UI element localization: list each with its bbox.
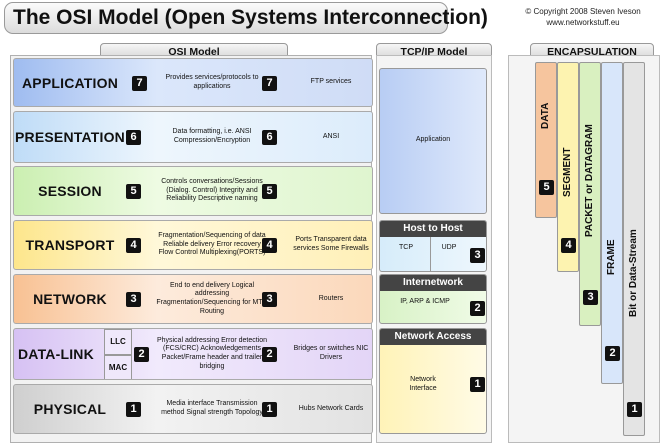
enc-column-frame: FRAME 2 (601, 62, 623, 384)
enc-number-badge: 3 (583, 290, 598, 305)
enc-number-badge: 5 (539, 180, 554, 195)
enc-number-badge: 2 (605, 346, 620, 361)
layer-example: FTP services (310, 78, 352, 86)
layer-description: Media interface Transmission method Sign… (161, 400, 263, 416)
enc-number-badge: 4 (561, 238, 576, 253)
layer-example: Bridges or switches NIC Drivers (293, 345, 369, 361)
page-title: The OSI Model (Open Systems Interconnect… (4, 2, 488, 34)
layer-description: Controls conversations/Sessions (Dialog.… (161, 178, 263, 203)
internetwork-title: Internetwork (380, 275, 486, 291)
llc-sublayer: LLC (104, 329, 132, 355)
protocol-divider (430, 237, 431, 271)
layer-name: PRESENTATION (15, 129, 125, 145)
layer-name: DATA-LINK (18, 346, 94, 362)
layer-physical: PHYSICAL 1 Media interface Transmission … (13, 384, 373, 434)
layer-number-badge: 5 (126, 184, 141, 199)
layer-number-badge: 1 (262, 402, 277, 417)
host-to-host-title: Host to Host (380, 221, 486, 237)
layer-name: PHYSICAL (33, 401, 107, 417)
mac-sublayer: MAC (104, 355, 132, 379)
layer-example (290, 167, 372, 215)
layer-description: Physical addressing Error detection (FCS… (156, 336, 268, 370)
tcp-number-badge: 1 (470, 377, 485, 392)
layer-name: SESSION (38, 183, 102, 199)
tcp-number-badge: 3 (470, 248, 485, 263)
tcp-network-access-box: Network Access Network Interface 1 (379, 328, 487, 434)
layer-description: Provides services/protocols to applicati… (165, 73, 259, 90)
layer-application: APPLICATION 7 Provides services/protocol… (13, 58, 373, 107)
layer-session: SESSION 5 Controls conversations/Session… (13, 166, 373, 216)
layer-description: End to end delivery Logical addressing F… (156, 281, 268, 315)
layer-number-badge: 7 (262, 76, 277, 91)
copyright-line: © Copyright 2008 Steven Iveson (525, 7, 641, 16)
layer-number-badge: 1 (126, 402, 141, 417)
tcp-number-badge: 2 (470, 301, 485, 316)
enc-label: DATA (540, 102, 551, 129)
layer-name: TRANSPORT (25, 237, 115, 253)
layer-number-badge: 2 (262, 347, 277, 362)
layer-transport: TRANSPORT 4 Fragmentation/Sequencing of … (13, 220, 373, 270)
tcp-application-box: Application (379, 68, 487, 214)
layer-presentation: PRESENTATION 6 Data formatting, i.e. ANS… (13, 111, 373, 163)
tcp-application-label: Application (415, 136, 451, 143)
website-link[interactable]: www.networkstuff.eu (546, 18, 620, 27)
layer-number-badge: 2 (134, 347, 149, 362)
enc-label: PACKET or DATAGRAM (584, 124, 595, 237)
enc-column-data: DATA 5 (535, 62, 557, 218)
tcp-host-to-host-box: Host to Host TCP UDP 3 (379, 220, 487, 272)
layer-name: NETWORK (33, 291, 107, 307)
enc-column-segment: SEGMENT 4 (557, 62, 579, 272)
layer-number-badge: 4 (262, 238, 277, 253)
copyright-notice: © Copyright 2008 Steven Iveson www.netwo… (508, 6, 658, 28)
layer-example: Hubs Network Cards (298, 404, 364, 412)
layer-description: Fragmentation/Sequencing of data Reliabl… (158, 232, 266, 257)
layer-example: Ports Transparent data services Some Fir… (293, 236, 369, 252)
udp-protocol: UDP (441, 244, 457, 251)
enc-label: Bit or Data-Stream (628, 229, 639, 317)
network-access-text: Network Interface (409, 376, 437, 392)
layer-data-link: DATA-LINK LLC MAC 2 Physical addressing … (13, 328, 373, 380)
layer-number-badge: 7 (132, 76, 147, 91)
enc-label: SEGMENT (562, 147, 573, 197)
layer-example: ANSI (322, 132, 340, 140)
layer-number-badge: 3 (262, 292, 277, 307)
network-access-title: Network Access (380, 329, 486, 345)
layer-network: NETWORK 3 End to end delivery Logical ad… (13, 274, 373, 324)
layer-number-badge: 5 (262, 184, 277, 199)
layer-description: Data formatting, i.e. ANSI Compression/E… (172, 128, 252, 144)
layer-number-badge: 3 (126, 292, 141, 307)
enc-column-bit: Bit or Data-Stream 1 (623, 62, 645, 436)
tcp-internetwork-box: Internetwork IP, ARP & ICMP 2 (379, 274, 487, 324)
enc-label: FRAME (606, 239, 617, 275)
layer-name: APPLICATION (21, 74, 119, 91)
layer-number-badge: 6 (126, 130, 141, 145)
layer-example: Routers (318, 294, 344, 302)
enc-number-badge: 1 (627, 402, 642, 417)
enc-column-packet: PACKET or DATAGRAM 3 (579, 62, 601, 326)
layer-number-badge: 4 (126, 238, 141, 253)
layer-number-badge: 6 (262, 130, 277, 145)
internetwork-protocols: IP, ARP & ICMP (400, 298, 450, 305)
tcp-protocol: TCP (399, 244, 413, 251)
